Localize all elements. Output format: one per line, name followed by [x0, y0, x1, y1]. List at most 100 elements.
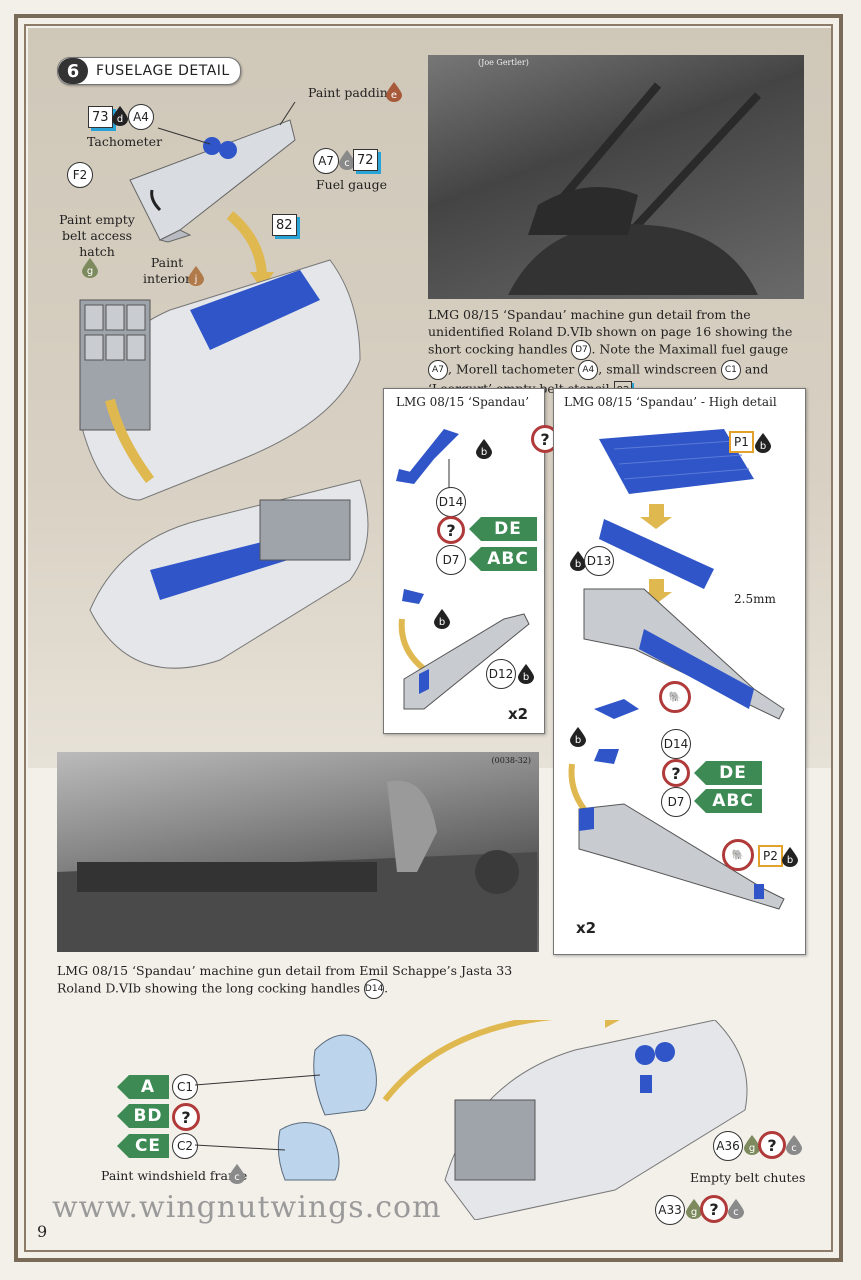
- svg-text:j: j: [194, 274, 198, 285]
- ref-a7: A7: [428, 360, 448, 380]
- photo-credit: (Joe Gertler): [478, 58, 529, 67]
- svg-text:c: c: [791, 1143, 797, 1154]
- part-p1: P1: [729, 431, 754, 453]
- tag-de: DE: [469, 517, 537, 541]
- paint-drop-icon: g: [744, 1135, 760, 1155]
- part-c1: C1: [172, 1074, 198, 1100]
- svg-text:b: b: [787, 855, 793, 866]
- paint-ref-72: 72: [353, 149, 378, 171]
- stencil-ref-82: 82: [272, 214, 297, 236]
- part-a33: A33: [655, 1195, 685, 1225]
- tag-bd: BD: [117, 1104, 169, 1128]
- svg-text:c: c: [733, 1207, 739, 1218]
- elephant-icon: 🐘: [722, 839, 754, 871]
- unknown-marking-icon: ?: [758, 1131, 786, 1159]
- dimension-label: 2.5mm: [734, 592, 776, 606]
- svg-text:g: g: [87, 266, 93, 277]
- paint-drop-icon: e: [386, 82, 402, 102]
- svg-text:g: g: [691, 1207, 697, 1218]
- part-c2: C2: [172, 1133, 198, 1159]
- box-title: LMG 08/15 ‘Spandau’: [396, 395, 530, 409]
- fuel-gauge-label: Fuel gauge: [316, 177, 387, 192]
- svg-text:c: c: [344, 158, 350, 169]
- unknown-marking-icon: ?: [662, 759, 690, 787]
- paint-drop-icon: c: [728, 1199, 744, 1219]
- empty-belt-chutes-label: Empty belt chutes: [690, 1170, 806, 1185]
- spandau-high-detail-box: LMG 08/15 ‘Spandau’ - High detail P1 b b…: [553, 388, 806, 955]
- part-d7: D7: [661, 787, 691, 817]
- windshield-assembly-illustration: [195, 1020, 748, 1220]
- photo-credit: (0038-32): [491, 756, 531, 765]
- box-title: LMG 08/15 ‘Spandau’ - High detail: [564, 395, 777, 409]
- tag-abc: ABC: [694, 789, 762, 813]
- svg-text:d: d: [117, 114, 123, 125]
- svg-text:b: b: [760, 441, 766, 452]
- elephant-icon: 🐘: [659, 681, 691, 713]
- paint-windshield-label: Paint windshield frame: [101, 1168, 248, 1183]
- photo-caption-top: LMG 08/15 ‘Spandau’ machine gun detail f…: [428, 306, 806, 400]
- ref-a4: A4: [578, 360, 599, 380]
- paint-drop-icon: b: [570, 551, 586, 571]
- paint-drop-icon: d: [112, 106, 128, 126]
- tag-abc: ABC: [469, 547, 537, 571]
- page-number: 9: [37, 1222, 48, 1241]
- svg-text:b: b: [575, 559, 581, 570]
- page-border: [14, 14, 843, 1262]
- paint-drop-icon: c: [786, 1135, 802, 1155]
- paint-drop-icon: g: [686, 1199, 702, 1219]
- tag-ce: CE: [117, 1134, 169, 1158]
- reference-photo-bottom: (0038-32): [57, 752, 539, 952]
- part-a7: A7: [313, 148, 339, 174]
- ref-c1: C1: [720, 360, 741, 380]
- paint-drop-icon: b: [570, 727, 586, 747]
- svg-text:b: b: [575, 735, 581, 746]
- part-p2: P2: [758, 845, 783, 867]
- paint-drop-icon: b: [755, 433, 771, 453]
- paint-ref-73: 73: [88, 106, 113, 128]
- svg-text:b: b: [523, 672, 529, 683]
- part-d13: D13: [584, 546, 614, 576]
- part-d12: D12: [486, 659, 516, 689]
- step-title: FUSELAGE DETAIL: [96, 63, 230, 79]
- svg-text:b: b: [439, 617, 445, 628]
- multiplier: x2: [576, 919, 597, 937]
- page-border-inner: [24, 24, 833, 1252]
- unknown-marking-icon: ?: [700, 1195, 728, 1223]
- part-d14: D14: [436, 487, 466, 517]
- paint-drop-icon: b: [476, 439, 492, 459]
- part-d7: D7: [436, 545, 466, 575]
- svg-text:g: g: [749, 1143, 755, 1154]
- paint-drop-icon: c: [339, 150, 355, 170]
- tag-de: DE: [694, 761, 762, 785]
- step-header: 6 FUSELAGE DETAIL: [57, 57, 241, 85]
- paint-empty-belt-label: Paint empty belt access hatch: [59, 212, 135, 259]
- paint-drop-icon: j: [188, 266, 204, 286]
- tag-a: A: [117, 1075, 169, 1099]
- watermark: www.wingnutwings.com: [52, 1190, 442, 1225]
- paint-drop-icon: b: [518, 664, 534, 684]
- step-number: 6: [58, 58, 88, 84]
- paint-drop-icon: c: [229, 1164, 245, 1184]
- multiplier: x2: [508, 705, 529, 723]
- part-d14: D14: [661, 729, 691, 759]
- paint-padding-label: Paint padding: [308, 85, 396, 100]
- svg-text:c: c: [234, 1172, 240, 1183]
- paint-drop-icon: b: [434, 609, 450, 629]
- ref-d14: D14: [364, 979, 385, 999]
- part-a4: A4: [128, 104, 154, 130]
- reference-photo-top: (Joe Gertler): [428, 55, 804, 299]
- part-a36: A36: [713, 1131, 743, 1161]
- photo-caption-bottom: LMG 08/15 ‘Spandau’ machine gun detail f…: [57, 962, 539, 999]
- paint-interior-label: Paint interior: [143, 255, 191, 286]
- unknown-marking-icon: ?: [172, 1103, 200, 1131]
- part-f2: F2: [67, 162, 93, 188]
- paint-code: e: [391, 90, 397, 101]
- ref-d7: D7: [571, 340, 592, 360]
- paint-drop-icon: g: [82, 258, 98, 278]
- tachometer-label: Tachometer: [87, 134, 163, 149]
- fuselage-illustration: [79, 101, 369, 669]
- spandau-box: LMG 08/15 ‘Spandau’ b D14 ? DE D7 ABC b …: [383, 388, 545, 734]
- svg-text:b: b: [481, 447, 487, 458]
- unknown-marking-icon: ?: [437, 516, 465, 544]
